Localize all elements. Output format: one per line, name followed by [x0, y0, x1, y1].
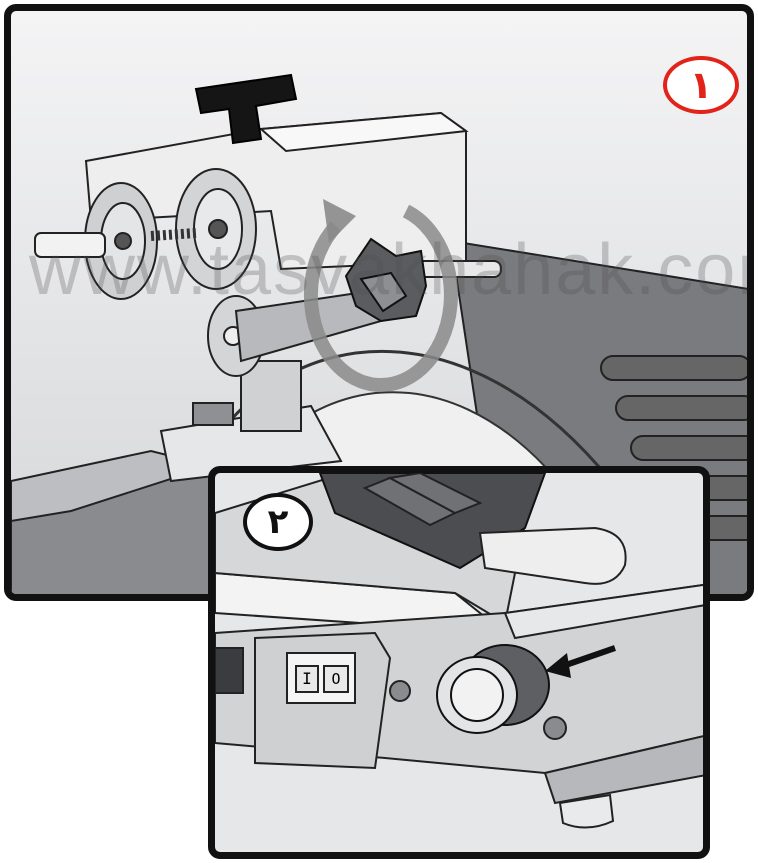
on-button: I: [295, 665, 319, 693]
screw-left: [389, 680, 411, 702]
sharpening-wheel-right: [175, 168, 257, 290]
step-2-panel: I O ٢: [208, 466, 710, 859]
rotate-counterclockwise-icon: [303, 204, 458, 393]
watermark-text: www.tasvakhahak.com: [29, 230, 754, 310]
screw-right: [543, 716, 567, 740]
arrow-pointer-icon: [545, 645, 616, 678]
sharpening-wheel-left: [84, 182, 158, 300]
t-handle-knob: [194, 73, 298, 145]
front-adjustment-knob: [436, 644, 550, 734]
step-1-badge: ١: [663, 56, 739, 114]
off-button: O: [323, 665, 349, 693]
step-2-badge: ٢: [243, 493, 313, 551]
front-panel-illustration: [215, 473, 703, 829]
star-knob: [344, 237, 428, 323]
carriage-handle: [478, 526, 627, 585]
